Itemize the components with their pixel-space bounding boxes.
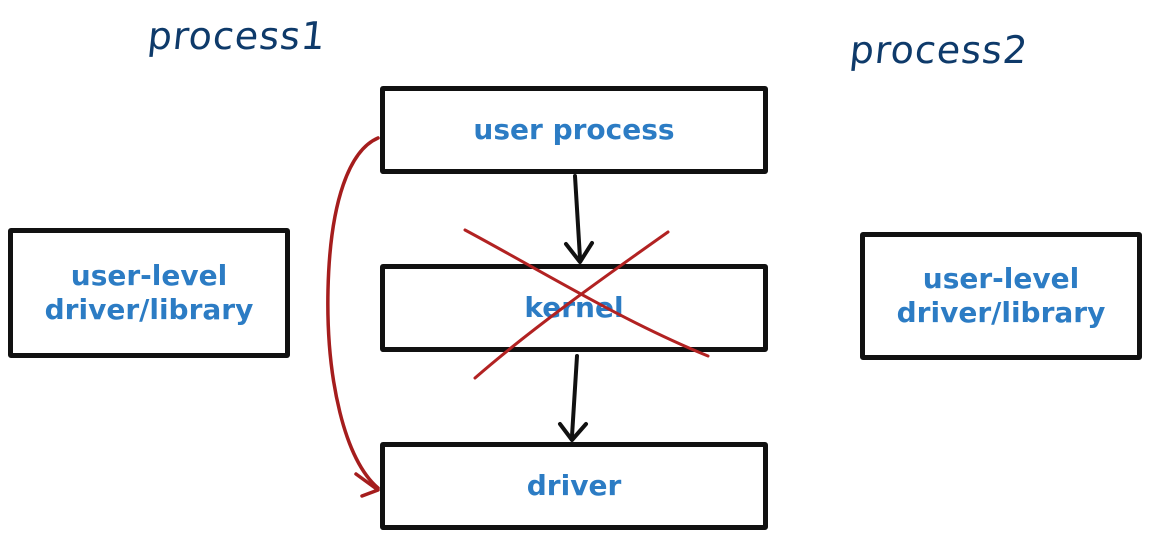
user-process-box: user process (380, 86, 768, 174)
process2-label: process2 (847, 28, 1031, 72)
right-lib-line2: driver/library (896, 296, 1106, 329)
kernel-box: kernel (380, 264, 768, 352)
driver-box: driver (380, 442, 768, 530)
arrow-kernel-to-driver (558, 354, 588, 442)
left-user-level-driver-box: user-level driver/library (8, 228, 290, 358)
right-lib-line1: user-level (922, 262, 1080, 296)
left-lib-line2: driver/library (44, 293, 254, 326)
process1-label: process1 (145, 14, 329, 58)
bypass-arrow (326, 136, 380, 498)
right-user-level-driver-box: user-level driver/library (860, 232, 1142, 360)
left-lib-line1: user-level (70, 259, 228, 293)
driver-label: driver (526, 469, 622, 503)
kernel-label: kernel (524, 291, 624, 325)
user-process-label: user process (473, 113, 675, 147)
arrow-user-to-kernel (564, 174, 594, 264)
